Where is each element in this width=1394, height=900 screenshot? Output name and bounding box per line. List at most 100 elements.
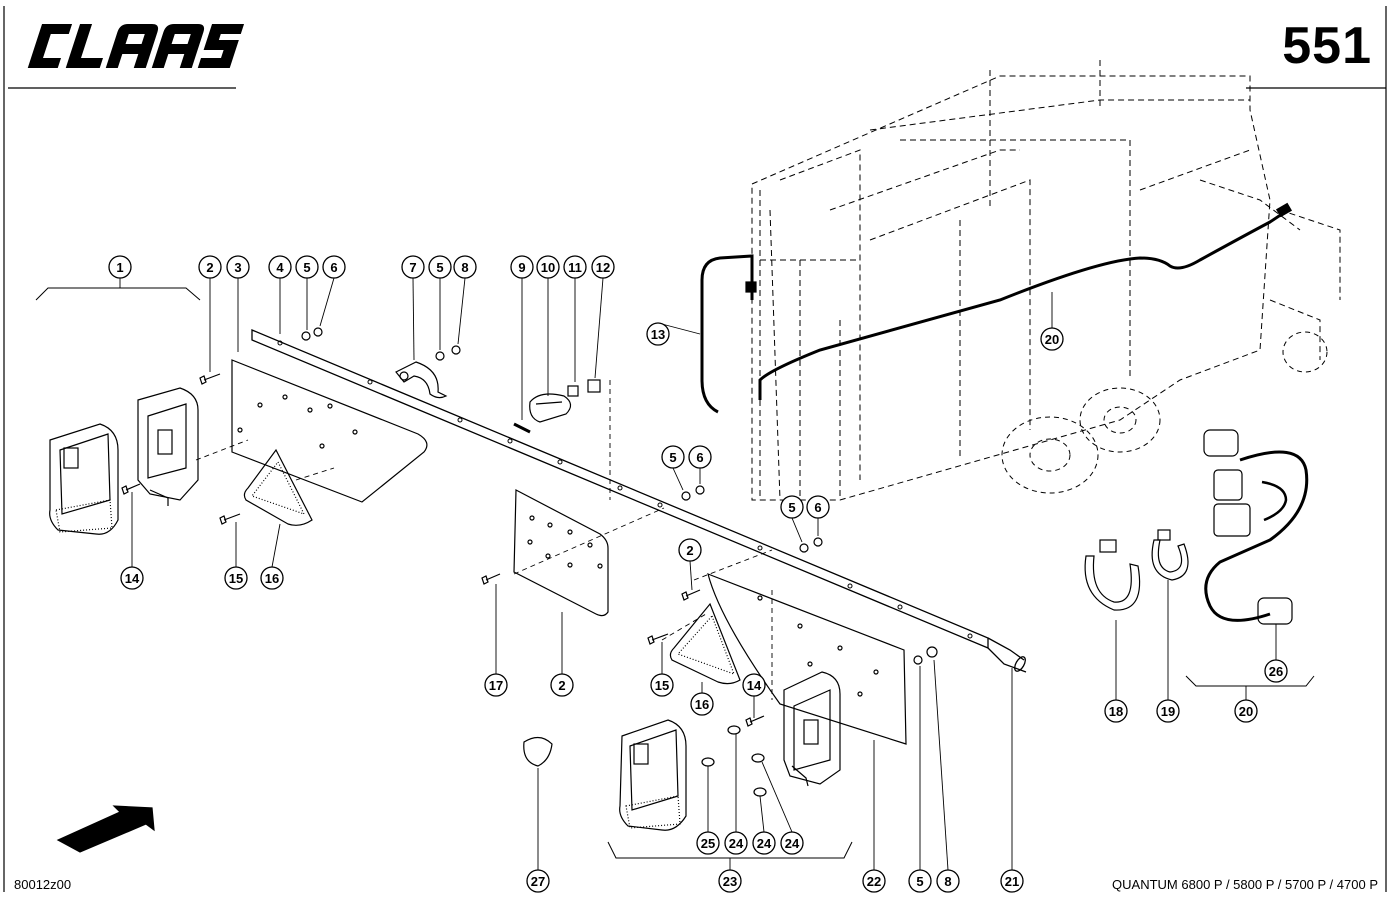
bolts <box>121 373 765 727</box>
callout-16: 16 <box>260 566 284 590</box>
callout-number: 6 <box>696 450 703 465</box>
callout-17: 17 <box>484 673 508 697</box>
callout-6: 6 <box>688 445 712 469</box>
callout-number: 5 <box>788 500 795 515</box>
callout-8: 8 <box>453 255 477 279</box>
licence-plate-holder <box>513 489 609 617</box>
left-tail-lamp <box>49 423 119 535</box>
callout-number: 14 <box>747 678 762 693</box>
callout-2: 2 <box>550 673 574 697</box>
left-mounting-plate <box>231 359 428 503</box>
callout-number: 5 <box>303 260 310 275</box>
baler-wheels <box>1001 331 1328 494</box>
callout-18: 18 <box>1104 699 1128 723</box>
lamp-cap <box>529 393 572 423</box>
callout-number: 26 <box>1269 664 1283 679</box>
callout-15: 15 <box>224 566 248 590</box>
callout-number: 18 <box>1109 704 1123 719</box>
callout-number: 2 <box>206 260 213 275</box>
callout-number: 13 <box>651 327 665 342</box>
callout-2: 2 <box>678 538 702 562</box>
callout-9: 9 <box>510 255 534 279</box>
right-lamp-bracket <box>783 671 841 787</box>
rear-light-cable <box>700 210 1286 414</box>
callout-20: 20 <box>1040 327 1064 351</box>
callout-6: 6 <box>806 495 830 519</box>
callout-5: 5 <box>661 445 685 469</box>
callout-7: 7 <box>401 255 425 279</box>
callout-number: 14 <box>125 571 140 586</box>
callout-number: 27 <box>531 874 545 889</box>
callout-24: 24 <box>752 831 776 855</box>
callout-number: 2 <box>686 543 693 558</box>
callout-number: 25 <box>701 836 715 851</box>
callout-number: 24 <box>785 836 800 851</box>
callout-23: 23 <box>718 869 742 893</box>
callout-16: 16 <box>690 692 714 716</box>
callout-24: 24 <box>724 831 748 855</box>
right-tail-lamp <box>619 719 687 831</box>
callout-number: 7 <box>409 260 416 275</box>
callout-10: 10 <box>536 255 560 279</box>
spring-clip <box>567 379 601 397</box>
callout-leader <box>689 560 693 591</box>
pin <box>513 422 531 434</box>
model-line: QUANTUM 6800 P / 5800 P / 5700 P / 4700 … <box>1112 877 1378 892</box>
callout-24: 24 <box>780 831 804 855</box>
callout-15: 15 <box>650 673 674 697</box>
callout-number: 3 <box>234 260 241 275</box>
callout-5: 5 <box>780 495 804 519</box>
callout-number: 6 <box>330 260 337 275</box>
callout-number: 5 <box>669 450 676 465</box>
callout-number: 20 <box>1045 332 1059 347</box>
callout-number: 8 <box>461 260 468 275</box>
callout-6: 6 <box>322 255 346 279</box>
callout-leader <box>412 277 415 361</box>
callout-26: 26 <box>1264 659 1288 683</box>
callout-leader <box>319 277 335 327</box>
callout-number: 10 <box>541 260 555 275</box>
right-mounting-plate <box>707 573 907 745</box>
callout-number: 5 <box>436 260 443 275</box>
callout-3: 3 <box>226 255 250 279</box>
callout-8: 8 <box>936 869 960 893</box>
callout-4: 4 <box>268 255 292 279</box>
callout-number: 20 <box>1239 704 1253 719</box>
callout-13: 13 <box>646 322 670 346</box>
callout-leader <box>594 277 604 379</box>
left-reflector <box>243 448 313 526</box>
callout-number: 15 <box>229 571 243 586</box>
cable-tie-large <box>1084 539 1141 611</box>
light-bar <box>251 329 1027 673</box>
callout-12: 12 <box>591 255 615 279</box>
drawing-code: 80012z00 <box>14 877 72 892</box>
callout-number: 8 <box>944 874 951 889</box>
callout-5: 5 <box>908 869 932 893</box>
callout-27: 27 <box>526 869 550 893</box>
callout-number: 23 <box>723 874 737 889</box>
callout-5: 5 <box>295 255 319 279</box>
cable-tie-small <box>1151 529 1189 581</box>
right-reflector <box>669 602 741 685</box>
callout-number: 11 <box>568 260 582 275</box>
callout-20: 20 <box>1234 699 1258 723</box>
callout-2: 2 <box>198 255 222 279</box>
callout-number: 16 <box>695 697 709 712</box>
callout-number: 17 <box>489 678 503 693</box>
callout-leader <box>271 523 281 568</box>
callout-number: 21 <box>1005 874 1019 889</box>
bar-holes <box>277 340 973 639</box>
callout-leader <box>759 795 765 833</box>
cable-bracket <box>395 361 448 399</box>
callout-leader <box>761 761 793 833</box>
callout-number: 15 <box>655 678 669 693</box>
callout-1: 1 <box>108 255 132 279</box>
callout-14: 14 <box>742 673 766 697</box>
callout-leader <box>672 467 684 491</box>
callout-11: 11 <box>563 255 587 279</box>
washers-nuts <box>301 327 938 665</box>
callout-number: 24 <box>757 836 772 851</box>
callout-number: 6 <box>814 500 821 515</box>
